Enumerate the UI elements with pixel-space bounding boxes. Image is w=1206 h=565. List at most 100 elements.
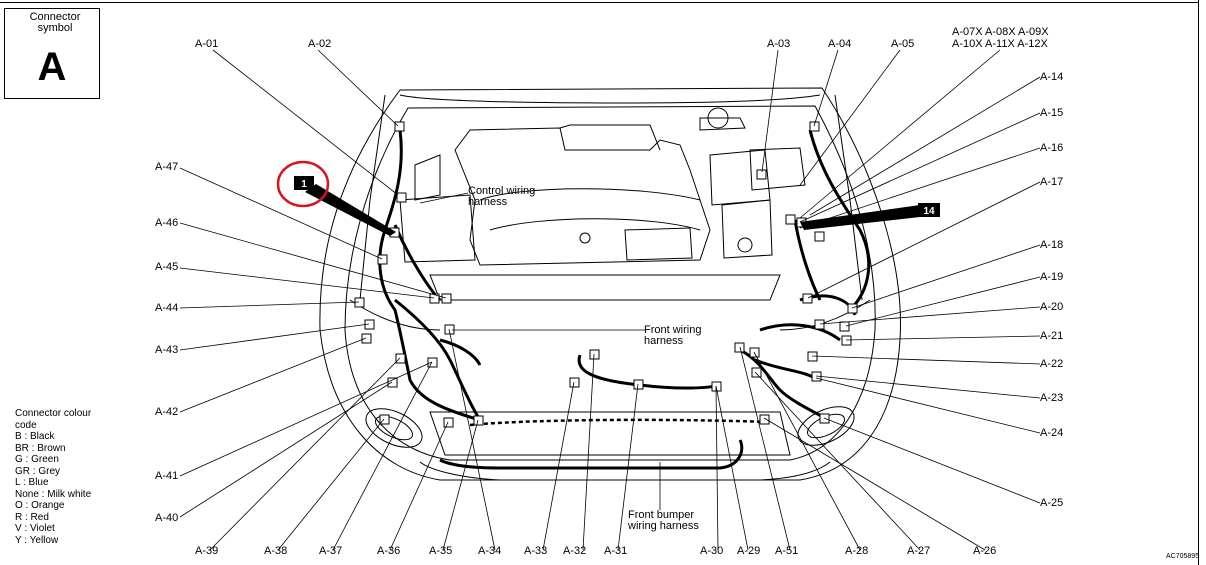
connector-block — [427, 357, 438, 368]
connector-symbol-letter: A — [37, 45, 67, 89]
connector-label-a33: A-33 — [524, 545, 548, 557]
connector-block — [589, 349, 600, 360]
marker-14: 14 — [918, 203, 940, 217]
connector-block — [734, 342, 745, 353]
connector-block — [759, 414, 770, 425]
figure-code: AC705895 — [1166, 553, 1198, 560]
bumper-harness-text: Front bumper wiring harness — [628, 509, 699, 532]
connector-label-a04: A-04 — [828, 38, 852, 50]
connector-label-a17: A-17 — [1040, 176, 1064, 188]
connector-label-a40: A-40 — [155, 512, 179, 524]
connector-label-a31: A-31 — [604, 545, 628, 557]
control-harness-label: Control wiring harness — [468, 186, 542, 208]
connector-label-a25: A-25 — [1040, 497, 1064, 509]
marker-14-label: 14 — [923, 206, 935, 217]
connector-label-a34: A-34 — [478, 545, 502, 557]
legend-item: None : Milk white — [15, 488, 92, 500]
legend-title: Connector colour code — [15, 408, 92, 431]
highlight-circle — [276, 160, 330, 208]
connector-block — [841, 335, 852, 346]
marker-wedges — [305, 184, 920, 236]
connector-block — [839, 321, 850, 332]
marker-1: 1 — [294, 176, 314, 190]
connector-block — [429, 293, 440, 304]
connector-label-a51: A-51 — [775, 545, 799, 557]
connector-label-a22: A-22 — [1040, 358, 1064, 370]
connector-block — [633, 379, 644, 390]
connector-label-a21: A-21 — [1040, 330, 1064, 342]
connector-label-a10-a12: A-10X A-11X A-12X — [952, 38, 1048, 50]
legend-item: L : Blue — [15, 477, 49, 488]
control-harness-text: Control wiring harness — [468, 185, 536, 208]
connector-label-a41: A-41 — [155, 470, 179, 482]
connector-block — [379, 414, 390, 425]
connector-label-a03: A-03 — [767, 38, 791, 50]
connector-label-a47: A-47 — [155, 161, 179, 173]
frame-right-line — [1198, 0, 1199, 565]
connector-label-a18: A-18 — [1040, 239, 1064, 251]
legend-item: Y : Yellow — [15, 534, 59, 546]
connector-block — [395, 353, 406, 364]
legend-item: GR : Grey — [15, 465, 61, 477]
connector-label-a38: A-38 — [264, 545, 288, 557]
connector-label-a35: A-35 — [429, 545, 453, 557]
connector-label-a44: A-44 — [155, 302, 179, 314]
colour-code-legend: Connector colour code B : Black BR : Bro… — [15, 408, 105, 546]
connector-label-a30: A-30 — [700, 545, 724, 557]
connector-label-a26: A-26 — [973, 545, 997, 557]
marker-14-wedge — [800, 205, 920, 230]
connector-label-a14: A-14 — [1040, 71, 1064, 83]
connector-block — [814, 319, 825, 330]
connector-label-a43: A-43 — [155, 344, 179, 356]
connector-label-a05: A-05 — [891, 38, 915, 50]
connector-label-a46: A-46 — [155, 217, 179, 229]
connector-block — [396, 192, 407, 203]
front-harness-label: Front wiring harness — [644, 325, 708, 347]
legend-item: BR : Brown — [15, 442, 66, 454]
legend-item: R : Red — [15, 511, 49, 523]
connector-label-a02: A-02 — [308, 38, 332, 50]
connector-block — [354, 297, 365, 308]
marker-1-label: 1 — [301, 179, 307, 190]
connector-label-a45: A-45 — [155, 261, 179, 273]
connector-label-a37: A-37 — [319, 545, 343, 557]
connector-block — [847, 303, 858, 314]
connector-block — [756, 169, 767, 180]
connector-block — [441, 293, 452, 304]
connector-label-a39: A-39 — [195, 545, 219, 557]
leader-lines — [179, 49, 1041, 551]
bumper-harness-label: Front bumper wiring harness — [628, 510, 704, 532]
connector-label-a16: A-16 — [1040, 142, 1064, 154]
connector-block — [569, 377, 580, 388]
connector-label-a23: A-23 — [1040, 392, 1064, 404]
connector-block — [394, 121, 405, 132]
connector-label-a36: A-36 — [377, 545, 401, 557]
connector-label-a01: A-01 — [195, 38, 219, 50]
marker-1-wedge — [305, 184, 396, 236]
legend-item: B : Black — [15, 431, 55, 442]
connector-block — [802, 293, 813, 304]
connector-block — [785, 214, 796, 225]
connector-label-a19: A-19 — [1040, 271, 1064, 283]
connector-block — [387, 377, 398, 388]
connector-block — [361, 333, 372, 344]
front-bumper-harness — [469, 418, 771, 427]
frame-top-line — [0, 2, 1199, 3]
front-harness-text: Front wiring harness — [644, 324, 702, 347]
connector-label-a07-a09: A-07X A-08X A-09X — [952, 26, 1049, 38]
vehicle-outline — [319, 87, 901, 481]
connector-symbol-title: Connector symbol — [29, 11, 81, 34]
legend-item: O : Orange — [15, 500, 65, 511]
connector-label-a27: A-27 — [907, 545, 931, 557]
connector-label-a24: A-24 — [1040, 427, 1064, 439]
connector-label-a29: A-29 — [737, 545, 761, 557]
connector-block — [443, 417, 454, 428]
connector-label-a42: A-42 — [155, 406, 179, 418]
connector-block — [814, 231, 825, 242]
wiring-harness-paths — [378, 129, 871, 470]
connector-label-a32: A-32 — [563, 545, 587, 557]
connector-label-a28: A-28 — [845, 545, 869, 557]
connector-label-a15: A-15 — [1040, 107, 1064, 119]
connector-symbol-box: Connector symbol A — [4, 8, 100, 99]
